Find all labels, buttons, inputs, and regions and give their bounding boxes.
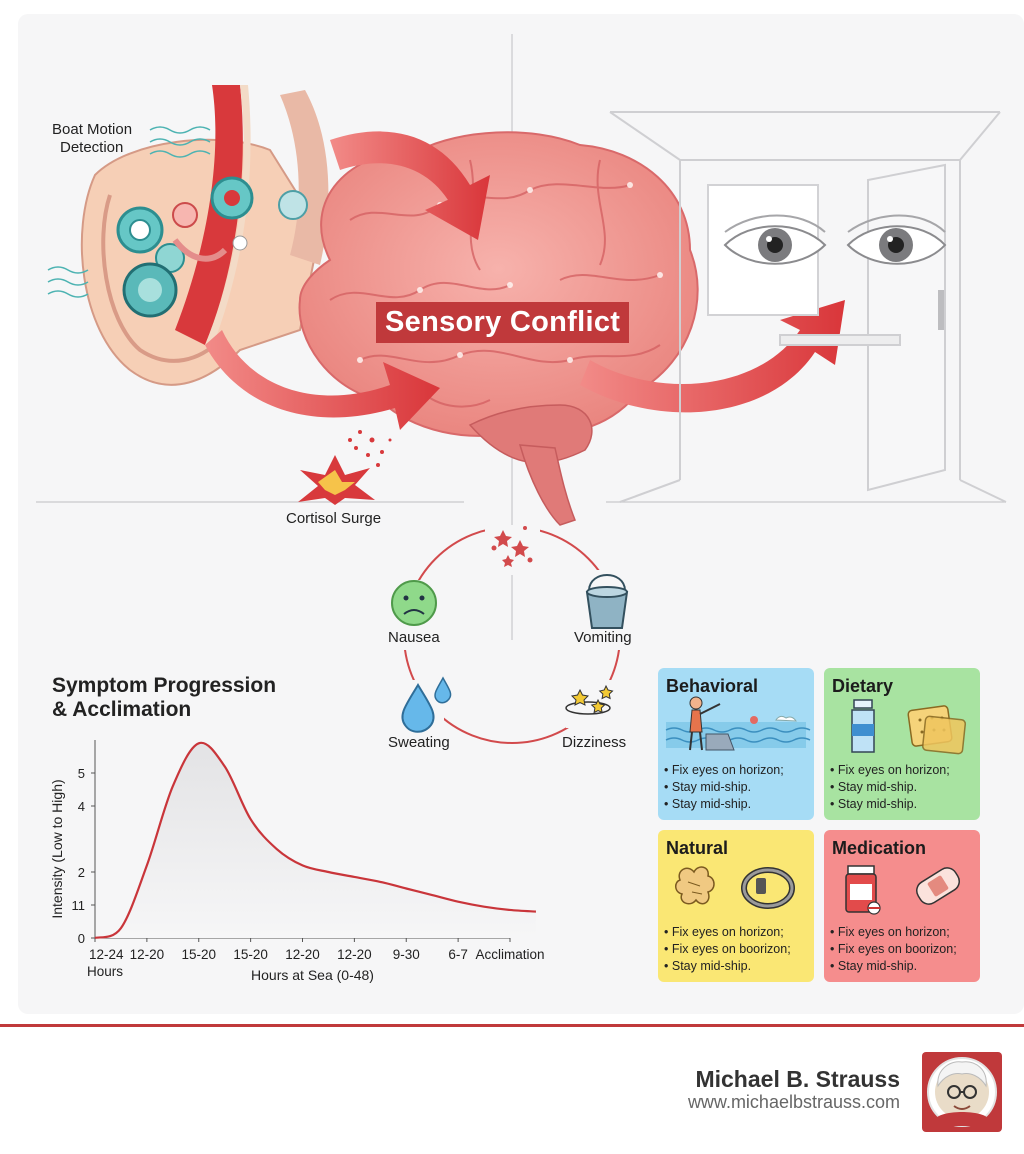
chart-title-line2: & Acclimation (52, 698, 192, 721)
y-axis-label: Intensity (Low to High) (49, 779, 65, 918)
eye-icon (846, 214, 947, 265)
medication-icons (845, 865, 960, 915)
x-tick-label: 12-20 (130, 947, 165, 962)
remedy-title: Natural (666, 838, 729, 858)
x-tick-label: 12-20 (285, 947, 320, 962)
remedy-item: Fix eyes on boorizon; (664, 941, 791, 958)
remedy-list: Fix eyes on horizon; Stay mid-ship. Stay… (664, 762, 784, 813)
y-tick-label: 2 (78, 865, 85, 880)
chart-title-line1: Symptom Progression (52, 674, 277, 697)
chart-title: Symptom Progression & Acclimation (52, 674, 276, 722)
author-url: www.michaelbstrauss.com (687, 1092, 900, 1112)
author-name: Michael B. Strauss (695, 1066, 900, 1092)
remedy-item: Stay mid-ship. (664, 796, 784, 813)
remedy-item: Stay mid-ship. (664, 958, 791, 975)
y-tick-label: 4 (78, 799, 85, 814)
remedy-item: Stay mid-ship. (830, 796, 950, 813)
series-area (95, 742, 536, 938)
dietary-icons (851, 699, 967, 755)
remedy-title: Medication (832, 838, 927, 858)
remedy-list: Fix eyes on horizon; Fix eyes on boorizo… (664, 924, 791, 975)
remedy-title: Dietary (832, 676, 894, 696)
ear-label-line2: Detection (60, 139, 124, 156)
person-horizon-icon (665, 696, 811, 751)
y-tick-label: 5 (78, 766, 85, 781)
center-label: Sensory Conflict (376, 302, 630, 343)
avatar (922, 1052, 1002, 1132)
x-tick-label: 12-24 (89, 947, 124, 962)
remedy-title: Behavioral (666, 676, 759, 696)
remedy-item: Fix eyes on horizon; (830, 762, 950, 779)
y-tick-label: 0 (78, 931, 85, 946)
x-tick-label: 12-20 (337, 947, 372, 962)
remedy-card-natural: Natural Fix eyes on horizon; Fix eyes on… (658, 830, 814, 982)
motion-waves-icon (47, 126, 211, 298)
sad-face-icon (391, 580, 437, 626)
ginger-icon (675, 866, 715, 905)
remedy-list: Fix eyes on horizon; Fix eyes on boorizo… (830, 924, 957, 975)
footer-divider (0, 1024, 1024, 1027)
x-tick-label: 9-30 (393, 947, 420, 962)
remedy-item: Stay mid-ship. (664, 779, 784, 796)
ear-illustration (80, 85, 329, 386)
ear-label-line1: Boat Motion (52, 121, 133, 138)
remedy-item: Stay mid-ship. (830, 958, 957, 975)
signal-arrows (205, 131, 845, 430)
remedy-item: Fix eyes on horizon; (664, 762, 784, 779)
remedy-item: Stay mid-ship. (830, 779, 950, 796)
eye-icon (723, 214, 827, 265)
cracker-icon (907, 705, 967, 755)
symptom-vomiting: Vomiting (574, 629, 632, 646)
bucket-icon (585, 574, 629, 629)
x-tick-label: Acclimation (475, 947, 544, 962)
remedy-list: Fix eyes on horizon; Stay mid-ship. Stay… (830, 762, 950, 813)
remedy-card-dietary: Dietary Fix eyes on horizon; Stay mid-sh… (824, 668, 980, 820)
remedy-card-medication: Medication Fix eyes on horizon; Fix eyes… (824, 830, 980, 982)
x-tick-label: 15-20 (233, 947, 268, 962)
wristband-icon (741, 867, 795, 909)
remedy-item: Fix eyes on horizon; (830, 924, 957, 941)
stars-icon (565, 684, 614, 715)
cortisol-label: Cortisol Surge (286, 510, 382, 527)
cortisol-burst-icon (298, 430, 392, 505)
symptom-dizziness: Dizziness (562, 734, 627, 751)
x-tick-label: 15-20 (181, 947, 216, 962)
symptom-sweating: Sweating (388, 734, 450, 751)
symptom-chart: 0 11 2 4 5 12-24 12-20 15-20 15-20 12-20 12-20 9-30… (49, 740, 545, 983)
x-tick-label: 6-7 (448, 947, 468, 962)
natural-icons (675, 866, 795, 909)
x-tick-sublabel: Hours (87, 964, 123, 979)
y-tick-label: 11 (72, 898, 86, 913)
remedy-item: Fix eyes on horizon; (664, 924, 791, 941)
cortisol-particles-icon (491, 526, 533, 567)
x-axis-label: Hours at Sea (0-48) (251, 967, 374, 983)
droplet-icon (401, 676, 452, 733)
pill-bottle-icon (845, 865, 881, 915)
symptom-nausea: Nausea (388, 629, 440, 646)
remedy-item: Fix eyes on boorizon; (830, 941, 957, 958)
remedy-card-behavioral: Behavioral Fix eyes on horizon; Stay mid… (658, 668, 814, 820)
illustration-art (36, 34, 1007, 744)
patch-icon (916, 867, 960, 905)
brain-illustration (298, 131, 699, 526)
series-line (94, 741, 537, 940)
water-bottle-icon (851, 699, 875, 753)
